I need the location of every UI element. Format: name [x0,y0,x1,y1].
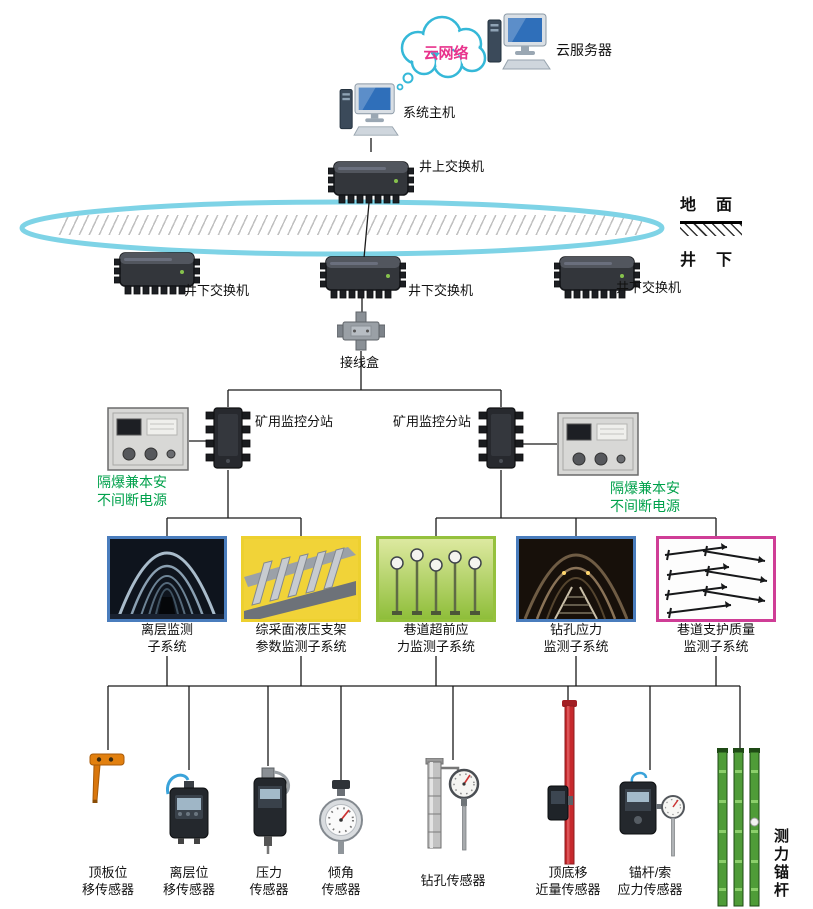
separation-displacement-sensor-icon [166,773,209,844]
subsystem-image-borehole-stress [516,536,636,622]
tunnel-image-icon [110,539,224,619]
sensor-label-tilt-line1: 倾角 [327,865,354,880]
ground-hatch-band [58,215,642,235]
junction-box-label: 接线盒 [340,355,380,370]
underground-zone-label: 井 下 [680,252,735,269]
sensor-label-convergence-line2: 近量传感器 [535,882,601,897]
pressure-sensor-icon [253,767,291,854]
subsystem-label-support-quality: 巷道支护质量 监测子系统 [651,621,781,655]
sensor-label-pressure-line2: 传感器 [249,882,289,897]
ups-box-icon-left [107,407,189,471]
substation-icon-right [478,407,524,469]
sensor-label-tilt-line2: 传感器 [321,882,361,897]
sensor-label-anchor-stress-line1: 锚杆/索 [628,865,672,880]
ups-label-left: 隔爆兼本安 不间断电源 [90,473,174,509]
roof-displacement-sensor-icon [89,753,125,803]
sensor-label-separation-displacement-line2: 移传感器 [162,882,215,897]
ups-label-left-line2: 不间断电源 [97,492,167,508]
hydraulic-support-image-icon [244,539,358,619]
surface-zone-label: 地 面 [680,197,735,214]
subsystem-label-borehole-stress: 钻孔应力 监测子系统 [511,621,641,655]
sensor-label-anchor-stress: 锚杆/索 应力传感器 [610,864,690,898]
underground-switch-label-1: 井下交换机 [184,283,250,298]
substation-label-left: 矿用监控分站 [255,414,334,429]
subsystem-image-hydraulic-support [241,536,361,622]
cloud-server-icon [487,13,551,70]
subsystem-label-advance-stress-line1: 巷道超前应 [403,622,469,637]
cloud-network-label: 云网络 [423,45,469,62]
subsystem-label-separation: 离层监测 子系统 [102,621,232,655]
sensor-label-tilt: 倾角 传感器 [301,864,381,898]
sensor-label-anchor-stress-line2: 应力传感器 [617,882,683,897]
underground-switch-icon-3 [554,256,640,299]
subsystem-image-separation-monitor [107,536,227,622]
substation-label-right: 矿用监控分站 [393,414,472,429]
substation-icon-left [205,407,251,469]
sensor-label-load-measuring-bolt: 测力锚杆 [772,828,789,900]
sensor-label-separation-displacement-line1: 离层位 [169,865,209,880]
surface-switch-label: 井上交换机 [419,159,485,174]
underground-switch-icon-2 [320,256,406,299]
cloud-server-label: 云服务器 [556,42,612,58]
sensor-label-pressure: 压力 传感器 [229,864,309,898]
subsystem-label-separation-line1: 离层监测 [140,622,193,637]
sensor-label-roof-displacement: 顶板位 移传感器 [68,864,148,898]
sensor-label-pressure-line1: 压力 [255,865,282,880]
anchor-stress-sensor-icon [619,771,685,857]
subsystem-label-borehole-stress-line1: 钻孔应力 [549,622,602,637]
stress-gauges-image-icon [379,539,493,619]
subsystem-label-separation-line2: 子系统 [147,639,187,654]
subsystem-label-advance-stress: 巷道超前应 力监测子系统 [371,621,501,655]
sensor-label-separation-displacement: 离层位 移传感器 [149,864,229,898]
ups-label-right-line2: 不间断电源 [610,498,680,514]
subsystem-image-advance-stress [376,536,496,622]
ups-box-icon-right [557,412,639,476]
load-measuring-bolt-icon [717,748,760,907]
ups-label-right: 隔爆兼本安 不间断电源 [603,479,687,515]
sensor-label-convergence-line1: 顶底移 [548,865,588,880]
junction-box-icon [337,311,385,351]
ups-label-left-line1: 隔爆兼本安 [97,474,167,490]
subsystem-label-hydraulic-line1: 综采面液压支架 [255,622,347,637]
sensor-label-borehole-line1: 钻孔传感器 [420,873,486,888]
roof-floor-convergence-sensor-icon [547,700,577,865]
anchor-bolts-image-icon [659,539,773,619]
subsystem-label-hydraulic-line2: 参数监测子系统 [255,639,347,654]
underground-switch-label-2: 井下交换机 [408,283,474,298]
subsystem-label-support-quality-line2: 监测子系统 [683,639,749,654]
underground-switch-label-3: 井下交换机 [616,280,682,295]
ground-surface-symbol [680,221,742,236]
underground-switch-icon-1 [114,252,200,295]
ups-label-right-line1: 隔爆兼本安 [610,480,680,496]
subsystem-label-hydraulic: 综采面液压支架 参数监测子系统 [236,621,366,655]
subsystem-image-support-quality [656,536,776,622]
cloud-icon [396,15,487,91]
sensor-label-convergence: 顶底移 近量传感器 [528,864,608,898]
system-host-icon [339,83,399,136]
borehole-sensor-icon [425,758,480,851]
subsystem-label-borehole-stress-line2: 监测子系统 [543,639,609,654]
sensor-label-roof-displacement-line2: 移传感器 [81,882,134,897]
sensor-label-borehole: 钻孔传感器 [413,872,493,889]
subsystem-label-advance-stress-line2: 力监测子系统 [396,639,475,654]
system-host-label: 系统主机 [403,105,456,120]
surface-switch-icon [328,161,414,204]
subsystem-label-support-quality-line1: 巷道支护质量 [676,622,755,637]
sensor-label-roof-displacement-line1: 顶板位 [88,865,128,880]
tilt-sensor-icon [319,780,363,854]
mine-tunnel-rails-image-icon [519,539,633,619]
